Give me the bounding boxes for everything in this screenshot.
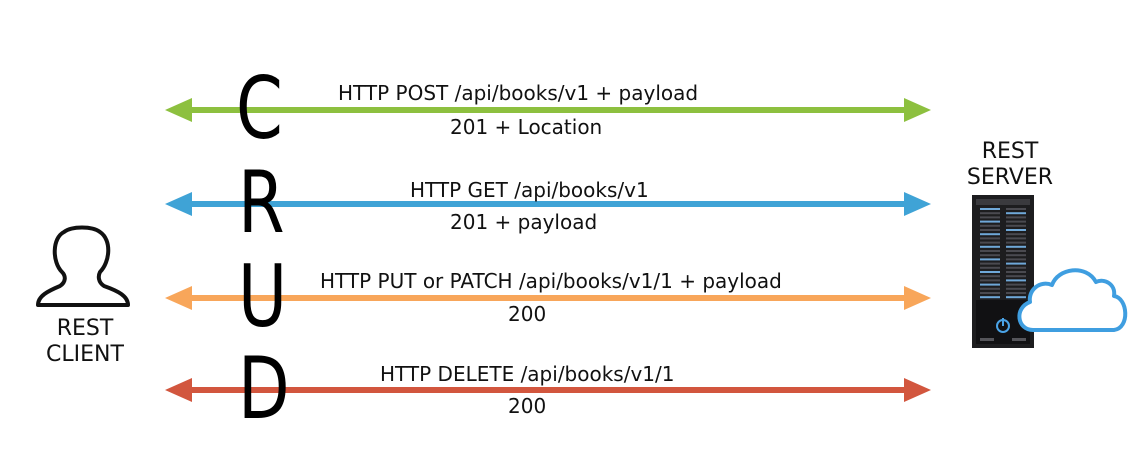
server-slot (1006, 279, 1026, 282)
server-slot (980, 220, 1000, 223)
server-slot (980, 208, 1000, 210)
server-slot (980, 275, 1000, 278)
arrow-create-left-head (165, 98, 192, 122)
user-icon (36, 225, 130, 307)
rest-server-label-line2: SERVER (966, 165, 1054, 190)
crud-letter-c: C (236, 59, 283, 159)
server-slot (980, 266, 1000, 269)
server-slot (980, 296, 1000, 299)
arrow-read (165, 192, 931, 216)
update-response-label: 200 (508, 302, 547, 326)
server-slot (1006, 262, 1026, 265)
arrow-delete-left-head (165, 378, 192, 402)
server-slot (980, 250, 1000, 252)
rest-server-label-line1: REST (981, 139, 1039, 164)
server-slot (1006, 292, 1026, 294)
server-slot (1006, 258, 1026, 261)
update-request-label: HTTP PUT or PATCH /api/books/v1/1 + payl… (320, 269, 782, 293)
read-request-label: HTTP GET /api/books/v1 (410, 178, 649, 202)
server-slot (980, 224, 1000, 227)
server-slot (980, 237, 1000, 240)
server-slot (980, 283, 1000, 286)
server-slot (1006, 237, 1026, 240)
arrow-update-left-head (165, 286, 192, 310)
server-slot (980, 254, 1000, 257)
create-request-label: HTTP POST /api/books/v1 + payload (338, 81, 699, 105)
arrow-delete-right-head (904, 378, 931, 402)
server-slot (1006, 266, 1026, 269)
delete-response-label: 200 (508, 394, 547, 418)
server-slots (980, 208, 1026, 299)
server-slot (980, 241, 1000, 244)
server-slot (1006, 275, 1026, 278)
arrow-read-left-head (165, 192, 192, 216)
server-slot (980, 212, 1000, 215)
server-slot (980, 287, 1000, 290)
read-response-label: 201 + payload (450, 210, 598, 234)
server-slot (1006, 229, 1026, 231)
server-slot (1006, 271, 1026, 273)
arrow-delete (165, 378, 931, 402)
server-slot (1006, 287, 1026, 290)
arrow-read-right-head (904, 192, 931, 216)
rest-server-label: REST SERVER (960, 139, 1060, 191)
arrow-update (165, 286, 931, 310)
server-slot (980, 258, 1000, 261)
server-slot (1006, 212, 1026, 215)
server-slot (1006, 233, 1026, 236)
server-slot (1006, 241, 1026, 244)
rest-client-label: REST CLIENT (40, 316, 130, 368)
server-slot (1006, 216, 1026, 219)
server-slot (1006, 250, 1026, 252)
arrow-create-right-head (904, 98, 931, 122)
server-slot (1006, 283, 1026, 286)
rest-client-label-line2: CLIENT (46, 342, 124, 367)
server-slot (980, 262, 1000, 265)
server-slot (1006, 296, 1026, 299)
cloud-icon (1017, 268, 1128, 332)
server-slot (980, 279, 1000, 282)
delete-request-label: HTTP DELETE /api/books/v1/1 (380, 362, 675, 386)
server-slot (1006, 254, 1026, 257)
server-slot (1006, 245, 1026, 248)
server-slot (980, 245, 1000, 248)
server-slot (980, 271, 1000, 273)
server-slot (980, 233, 1000, 236)
server-slot (1006, 220, 1026, 223)
server-slot (1006, 224, 1026, 227)
server-slot (980, 216, 1000, 219)
create-response-label: 201 + Location (450, 115, 603, 139)
rest-client-label-line1: REST (56, 316, 114, 341)
server-slot (1006, 208, 1026, 210)
crud-letter-d: D (238, 339, 290, 439)
crud-letter-r: R (238, 153, 285, 253)
arrow-update-right-head (904, 286, 931, 310)
server-slot (980, 292, 1000, 294)
arrow-create (165, 98, 931, 122)
crud-letter-u: U (238, 247, 288, 347)
server-slot (980, 229, 1000, 231)
